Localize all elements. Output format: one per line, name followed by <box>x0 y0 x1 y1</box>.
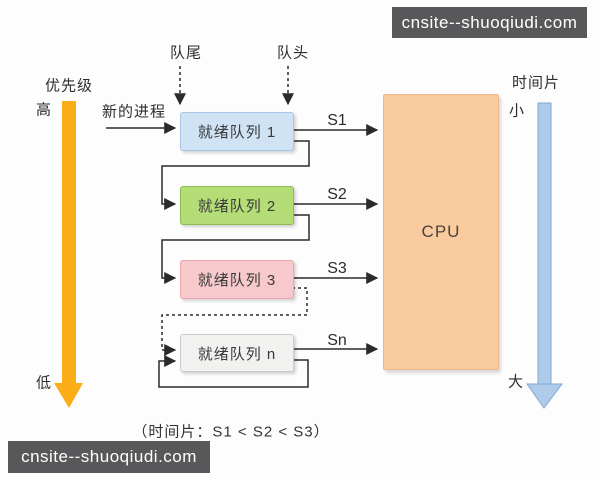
queue-tail-label: 队尾 <box>169 44 203 62</box>
demote-path-queue2-to-queue3 <box>161 214 310 284</box>
queue-head-label: 队头 <box>276 44 310 62</box>
timeslice-axis-label: 时间片 <box>511 74 561 92</box>
s3-label: S3 <box>327 260 347 277</box>
priority-axis-label: 优先级 <box>44 77 94 95</box>
cpu-label: CPU <box>421 222 461 241</box>
timeslice-caption: （时间片：S1 < S2 < S3） <box>132 423 330 441</box>
queue-box-2: 就绪队列 2 <box>180 186 294 225</box>
queue-box-1-label: 就绪队列 1 <box>197 124 277 141</box>
s2-label: S2 <box>327 186 347 203</box>
demote-path-queue3-to-queuen-dashed <box>161 287 308 356</box>
queue-box-n: 就绪队列 n <box>180 334 294 372</box>
queue-box-3: 就绪队列 3 <box>180 260 294 299</box>
watermark-top: cnsite--shuoqiudi.com <box>392 7 587 38</box>
watermark-bottom: cnsite--shuoqiudi.com <box>8 441 210 473</box>
timeslice-large-label: 大 <box>507 373 525 391</box>
queuen-self-loop <box>158 355 309 388</box>
new-process-label: 新的进程 <box>101 103 167 121</box>
priority-high-label: 高 <box>35 101 53 119</box>
queue-box-2-label: 就绪队列 2 <box>197 198 277 215</box>
demote-path-queue1-to-queue2 <box>161 140 310 210</box>
priority-arrow <box>54 101 83 408</box>
sn-label: Sn <box>327 332 347 349</box>
timeslice-arrow <box>526 102 563 409</box>
queue-box-n-label: 就绪队列 n <box>197 345 277 363</box>
timeslice-small-label: 小 <box>508 102 526 120</box>
queue-box-3-label: 就绪队列 3 <box>197 272 277 289</box>
s1-label: S1 <box>327 112 347 129</box>
priority-low-label: 低 <box>35 374 53 392</box>
cpu-box: CPU <box>383 94 499 370</box>
queue-box-1: 就绪队列 1 <box>180 112 294 151</box>
